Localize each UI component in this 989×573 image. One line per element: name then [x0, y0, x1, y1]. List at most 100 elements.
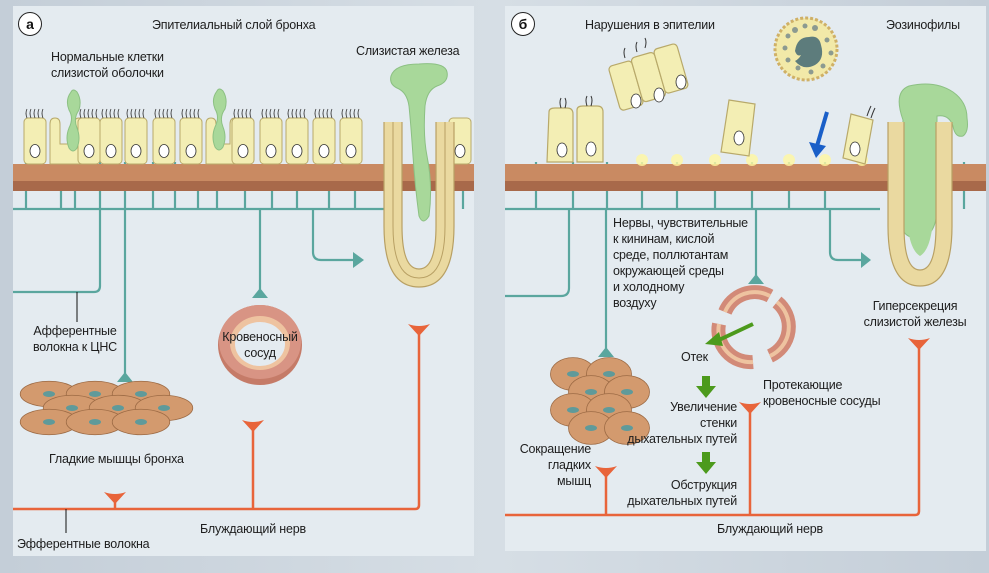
- panel-b-badge: б: [511, 12, 535, 36]
- muscle-nucleus: [603, 407, 615, 413]
- label-smooth-contraction-1: Сокращение: [519, 442, 591, 456]
- label-mucous-gland: Слизистая железа: [356, 44, 460, 58]
- leaky-blood-vessel: [711, 285, 796, 370]
- cell-nucleus: [185, 144, 197, 158]
- cilium: [287, 108, 290, 119]
- gland-tube-inner: [401, 122, 437, 270]
- afferent-terminals-b: [598, 252, 871, 357]
- gland-tube-outer-b: [887, 122, 953, 287]
- cilium: [189, 108, 192, 119]
- damage-glow: [783, 154, 795, 166]
- cilium: [109, 108, 112, 119]
- cell-nucleus: [318, 144, 330, 158]
- arrow-down-2: [696, 452, 716, 474]
- epithelial-cell: [231, 108, 255, 165]
- vessel-segment-left: [711, 322, 754, 370]
- label-smooth-contraction-2: гладких: [547, 458, 591, 472]
- basement-membrane-b: [505, 164, 986, 181]
- muscle-nucleus: [135, 391, 147, 397]
- muscle-nucleus: [135, 419, 147, 425]
- muscle-nucleus: [585, 425, 597, 431]
- cilium: [197, 108, 200, 119]
- title-epithelium: Эпителиальный слой бронха: [152, 18, 316, 32]
- vessel-lumen: [235, 322, 285, 366]
- label-normal-cells-1: Нормальные клетки: [51, 50, 164, 64]
- cilium: [142, 108, 145, 119]
- panel-a: а Эпителиальный слой бронха Нормальные к…: [13, 6, 474, 556]
- cilium: [245, 108, 248, 119]
- cilium: [277, 108, 280, 119]
- cilium: [95, 108, 98, 119]
- label-smooth-contraction-3: мышц: [557, 474, 591, 488]
- panel-b: б Нарушения в эпителии Эозинофилы Нервы,…: [505, 6, 986, 551]
- blood-vessel: [218, 305, 302, 385]
- afferent-terminal-gland: [353, 252, 364, 268]
- green-arrows: [696, 322, 754, 474]
- afferent-terminal-vessel: [252, 288, 268, 298]
- epithelial-cells: [23, 108, 472, 165]
- cilium: [241, 108, 244, 119]
- epithelial-cell: [285, 108, 309, 165]
- smooth-muscle: [19, 380, 194, 436]
- cilium: [269, 108, 272, 119]
- gland-tube-outer: [383, 122, 455, 288]
- afferent-fiber-to-cns: [13, 209, 102, 294]
- cilium: [101, 108, 104, 119]
- cilium: [113, 108, 116, 119]
- damage-glow: [671, 154, 683, 166]
- eosinophil-granules: [782, 23, 834, 75]
- cilium: [117, 108, 120, 119]
- label-nerves-1: Нервы, чувствительные: [613, 216, 748, 230]
- label-nerves-5: и холодному: [613, 280, 685, 294]
- cilium: [299, 108, 302, 119]
- cilia-b: [559, 37, 876, 119]
- muscle-nucleus: [621, 425, 633, 431]
- eosinophil-nucleus: [795, 36, 823, 68]
- epithelial-cell: [312, 108, 336, 165]
- cilium: [79, 108, 82, 119]
- epithelial-cell: [179, 108, 203, 165]
- cell-detaching-2: [842, 113, 874, 165]
- label-vagus-b: Блуждающий нерв: [717, 522, 823, 536]
- label-smooth-muscle: Гладкие мышцы бронха: [49, 452, 184, 466]
- muscle-nucleus: [66, 405, 78, 411]
- label-nerves-3: среде, поллютантам: [613, 248, 729, 262]
- cilium: [265, 108, 268, 119]
- label-blood-vessel-1: Кровеносный: [222, 330, 298, 344]
- cilium: [166, 108, 169, 119]
- hypersecreting-gland: [887, 83, 968, 287]
- arrow-edema: [705, 322, 754, 346]
- label-afferent-2: волокна к ЦНС: [32, 340, 117, 354]
- cilium: [193, 108, 196, 119]
- cilium: [158, 108, 161, 119]
- panel-a-badge: а: [18, 12, 42, 36]
- muscle-nucleus: [89, 419, 101, 425]
- cilium: [87, 108, 90, 119]
- cilium: [314, 108, 317, 119]
- basement-membrane-lower: [13, 181, 474, 191]
- damage-glow: [819, 154, 831, 166]
- cilium: [162, 108, 165, 119]
- muscle-nucleus: [621, 389, 633, 395]
- afferent-terminal-vessel-b: [748, 274, 764, 284]
- cilium: [181, 108, 184, 119]
- label-vagus-a: Блуждающий нерв: [200, 522, 306, 536]
- gland-mucus: [390, 63, 448, 222]
- goblet-cell-mucus-2: [212, 88, 227, 151]
- cilium: [83, 108, 86, 119]
- afferent-terminal-gland-b: [861, 252, 871, 268]
- cilium: [326, 108, 329, 119]
- cilium: [170, 108, 173, 119]
- afferent-branch-gland-b: [828, 209, 861, 262]
- cilium: [138, 108, 141, 119]
- cell-nucleus: [130, 144, 142, 158]
- cilium: [295, 108, 298, 119]
- arrow-down-1: [696, 376, 716, 398]
- vagus-nerve-line-b: [505, 344, 921, 517]
- cell-nucleus: [454, 144, 466, 158]
- cell-nucleus: [83, 144, 95, 158]
- label-efferent: Эфферентные волокна: [17, 537, 150, 551]
- panel-a-drawing: [13, 63, 474, 533]
- muscle-nucleus: [89, 391, 101, 397]
- epithelial-cell: [77, 108, 101, 165]
